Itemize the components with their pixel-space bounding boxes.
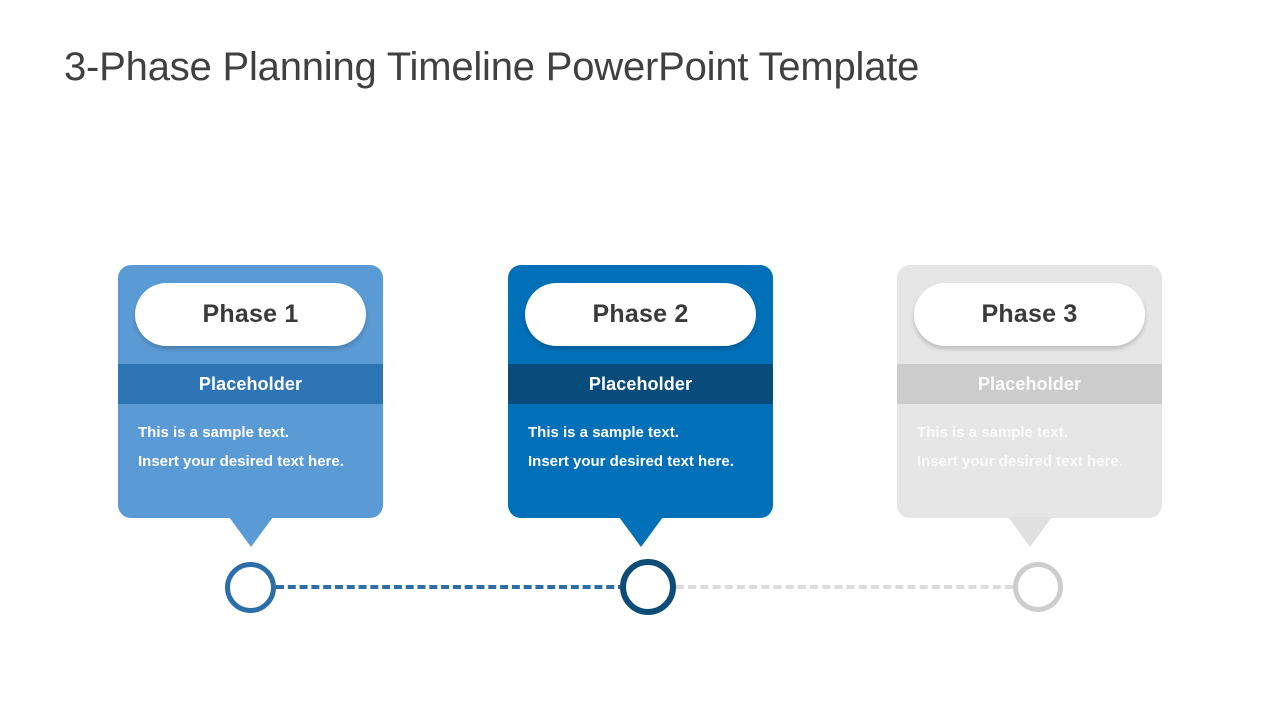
phase-band-label-2: Placeholder bbox=[588, 373, 693, 394]
timeline-node-phase-2[interactable] bbox=[620, 559, 676, 615]
phase-title-1: Phase 1 bbox=[202, 300, 299, 328]
phase-band-2: Placeholder bbox=[508, 364, 773, 404]
phase-body-line-3a: This is a sample text. bbox=[917, 424, 1068, 441]
phase-pill-3[interactable]: Phase 3 bbox=[914, 283, 1145, 346]
phase-band-1: Placeholder bbox=[118, 364, 383, 404]
card-pointer-1 bbox=[228, 517, 273, 547]
phase-band-3: Placeholder bbox=[897, 364, 1162, 404]
phase-body-line-2a: This is a sample text. bbox=[528, 424, 679, 441]
phase-body-line-1b: Insert your desired text here. bbox=[138, 453, 344, 470]
phase-band-label-1: Placeholder bbox=[198, 373, 303, 394]
timeline-track bbox=[0, 540, 1280, 640]
phase-card-2[interactable]: Phase 2 Placeholder This is a sample tex… bbox=[508, 265, 773, 547]
card-pointer-3 bbox=[1007, 517, 1052, 547]
phase-title-2: Phase 2 bbox=[592, 300, 689, 328]
timeline-node-phase-3[interactable] bbox=[1013, 562, 1063, 612]
phase-pill-2[interactable]: Phase 2 bbox=[525, 283, 756, 346]
phase-card-1[interactable]: Phase 1 Placeholder This is a sample tex… bbox=[118, 265, 383, 547]
card-pointer-2 bbox=[618, 517, 663, 547]
phase-body-1: This is a sample text. Insert your desir… bbox=[138, 418, 366, 476]
phase-body-line-1a: This is a sample text. bbox=[138, 424, 289, 441]
phase-card-3[interactable]: Phase 3 Placeholder This is a sample tex… bbox=[897, 265, 1162, 547]
phase-pill-1[interactable]: Phase 1 bbox=[135, 283, 366, 346]
timeline-connector-2 bbox=[676, 585, 1013, 589]
phase-body-line-2b: Insert your desired text here. bbox=[528, 453, 734, 470]
timeline-node-phase-1[interactable] bbox=[225, 562, 276, 613]
phase-title-3: Phase 3 bbox=[981, 300, 1078, 328]
page-title: 3-Phase Planning Timeline PowerPoint Tem… bbox=[64, 45, 920, 89]
phase-band-label-3: Placeholder bbox=[977, 373, 1082, 394]
timeline-connector-1 bbox=[276, 585, 626, 589]
phase-body-line-3b: Insert your desired text here. bbox=[917, 453, 1123, 470]
phase-body-3: This is a sample text. Insert your desir… bbox=[917, 418, 1145, 476]
phase-body-2: This is a sample text. Insert your desir… bbox=[528, 418, 756, 476]
